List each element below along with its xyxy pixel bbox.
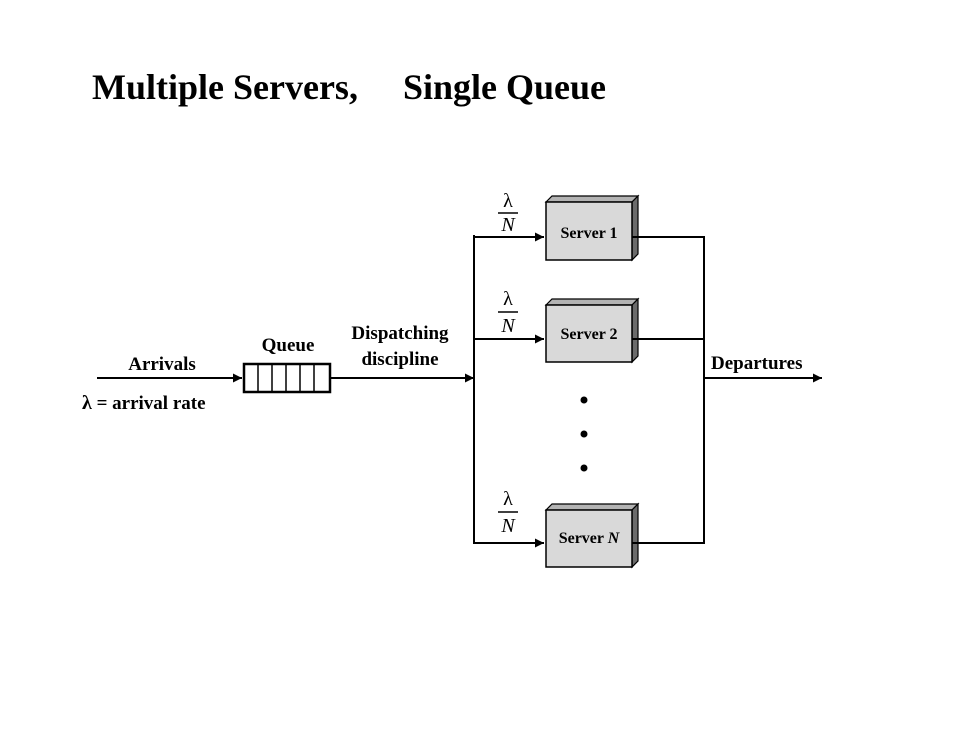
rate-fraction-server-1: λ N [498, 190, 518, 236]
dispatch-label-line1: Dispatching [351, 323, 449, 344]
svg-text:λ: λ [503, 190, 513, 212]
server-2-box: Server 2 [544, 297, 640, 364]
ellipsis-dot-1 [580, 396, 588, 404]
server-n-label: Server N [559, 530, 621, 547]
rate-fraction-server-n: λ N [498, 488, 518, 537]
arrival-rate-label: λ = arrival rate [82, 392, 206, 414]
arrivals-label: Arrivals [128, 354, 196, 375]
svg-text:N: N [500, 214, 516, 236]
server-n-box: Server N [544, 502, 640, 569]
ellipsis-dot-3 [580, 464, 588, 472]
server-1-label: Server 1 [560, 225, 617, 242]
departures-label: Departures [711, 353, 802, 374]
dispatch-label-line2: discipline [361, 349, 438, 370]
queue-label: Queue [262, 335, 315, 356]
rate-fraction-server-2: λ N [498, 288, 518, 337]
svg-text:N: N [500, 515, 516, 537]
queue-buffer [242, 362, 332, 394]
server-2-label: Server 2 [560, 326, 617, 343]
ellipsis-dot-2 [580, 430, 588, 438]
server-1-box: Server 1 [544, 194, 640, 262]
slide-title: Multiple Servers, Single Queue [92, 67, 606, 107]
svg-text:λ: λ [503, 488, 513, 510]
svg-text:N: N [500, 315, 516, 337]
svg-text:λ: λ [503, 288, 513, 310]
